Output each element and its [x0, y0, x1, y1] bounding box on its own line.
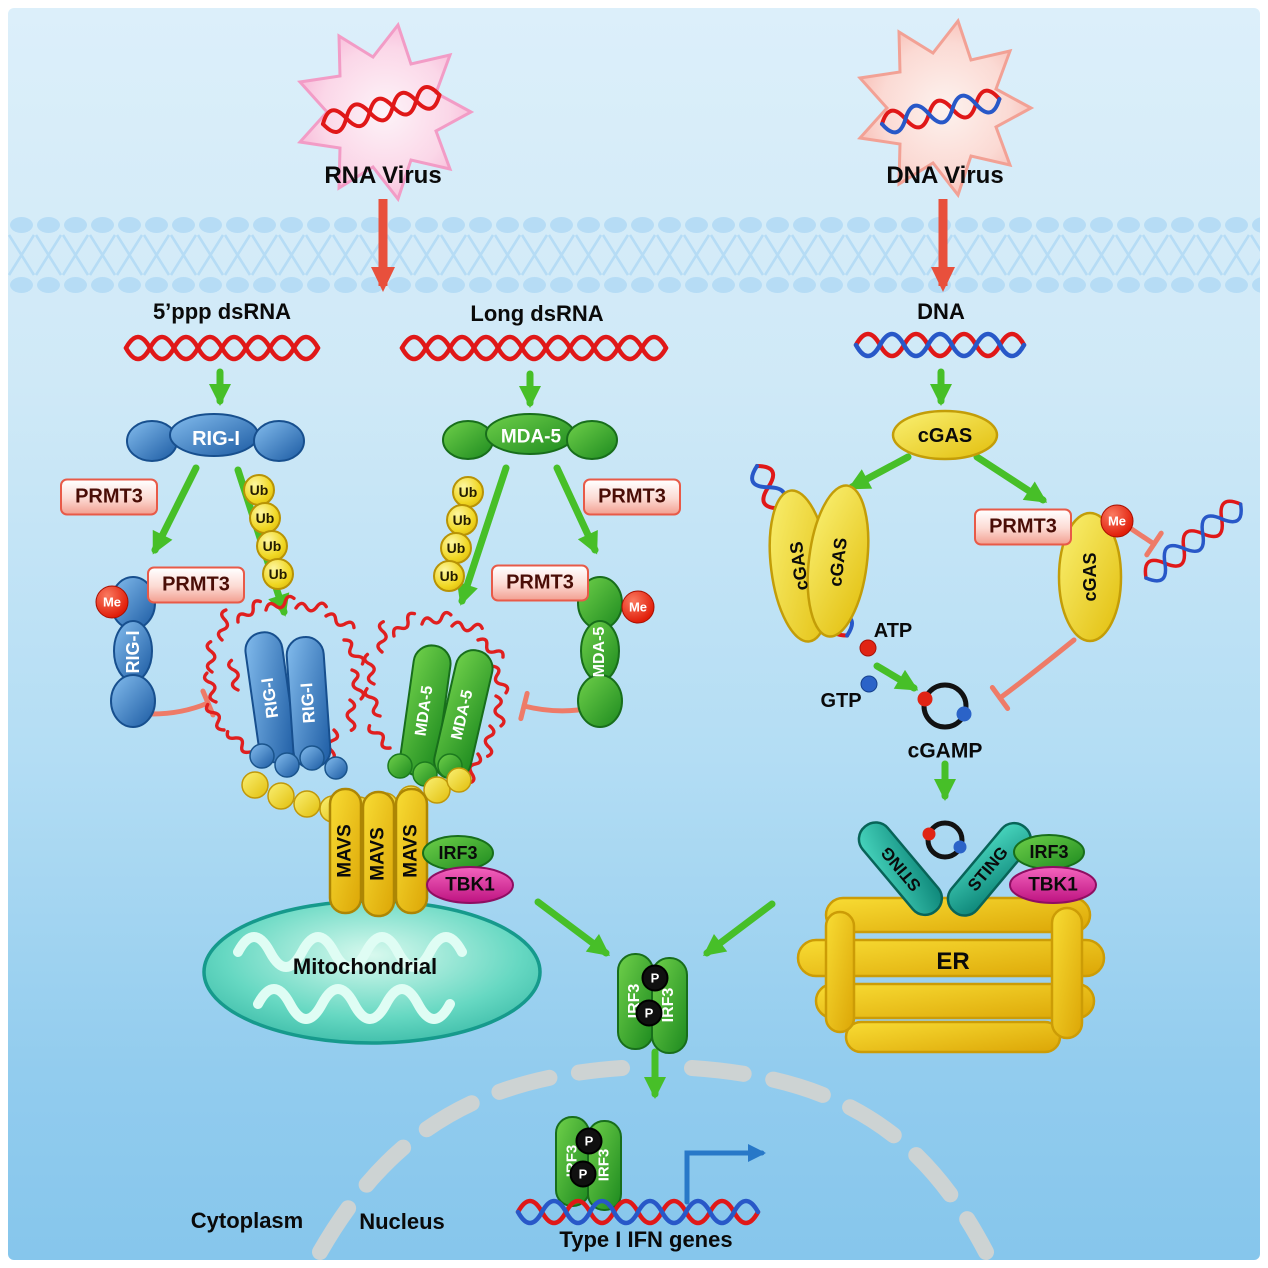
rig-i-filament-label-2: RIG-I	[297, 682, 319, 724]
rna-virus-genome	[321, 85, 442, 134]
mavs-label-2: MAVS	[367, 827, 389, 881]
me-circle-mda5: Me	[621, 590, 655, 624]
atp-label: ATP	[873, 620, 913, 642]
cgas-dimer	[768, 484, 870, 643]
sting-dimer	[857, 821, 1033, 917]
ub-circle-rig-3: Ub	[256, 530, 288, 562]
dna-virus-particle	[858, 19, 1033, 197]
mavs-label-3: MAVS	[400, 824, 422, 878]
gtp-dot	[860, 675, 878, 693]
cgamp-label: cGAMP	[907, 739, 983, 763]
mitochondrial-label: Mitochondrial	[292, 954, 438, 979]
rna-virus-particle	[298, 23, 473, 201]
tbk1-label-sting: TBK1	[1028, 874, 1078, 896]
ub-circle-rig-4: Ub	[262, 558, 294, 590]
irf3-dimer-label-2: IRF3	[660, 987, 677, 1023]
cgas-receptor-label: cGAS	[917, 425, 973, 447]
rig-i-receptor	[126, 413, 305, 462]
er-organelle	[796, 896, 1106, 1054]
plasma-membrane	[8, 215, 1260, 295]
ub-circle-rig-2: Ub	[249, 502, 281, 534]
ub-circle-rig-1: Ub	[243, 474, 275, 506]
mavs-label-1: MAVS	[334, 824, 356, 878]
gtp-label: GTP	[820, 690, 862, 712]
prmt3-box-cgas: PRMT3	[974, 508, 1072, 546]
prmt3-box-mda5-right: PRMT3	[583, 478, 681, 516]
cgamp-bound-to-sting	[922, 820, 967, 860]
dna-label: DNA	[917, 299, 965, 324]
phospho-circle-1: P	[641, 964, 669, 992]
cytoplasm-label: Cytoplasm	[190, 1208, 304, 1233]
irf3-label-sting: IRF3	[1029, 842, 1069, 862]
ppp-dsrna-label: 5’ppp dsRNA	[152, 299, 292, 324]
me-circle-cgas: Me	[1100, 504, 1134, 538]
blocked-dna-helix	[1143, 499, 1243, 583]
nuclear-envelope	[312, 1060, 994, 1260]
ub-circle-mda-2: Ub	[446, 504, 478, 536]
mda5-receptor-label: MDA-5	[500, 426, 562, 448]
methylated-rig-i	[110, 576, 156, 728]
inhibition-lines	[149, 525, 1164, 722]
cgamp-molecule	[917, 682, 972, 730]
mda5-receptor	[442, 413, 618, 460]
tbk1-label-mavs: TBK1	[445, 874, 495, 896]
long-dsrna-helix	[399, 334, 669, 362]
mitochondria	[202, 899, 542, 1045]
long-dsrna-label: Long dsRNA	[470, 301, 604, 326]
phospho-circle-2: P	[635, 999, 663, 1027]
type-i-ifn-label: Type I IFN genes	[559, 1227, 733, 1252]
prmt3-box-rig-i-me: PRMT3	[147, 566, 245, 604]
dna-ligand-helix	[853, 331, 1027, 359]
prmt3-box-rig-i-left: PRMT3	[60, 478, 158, 516]
rig-i-receptor-label: RIG-I	[192, 428, 240, 450]
prmt3-box-mda5-me: PRMT3	[491, 564, 589, 602]
methylated-mda5-label: MDA-5	[591, 626, 608, 678]
methylated-mda5	[577, 576, 623, 728]
irf3-nuclear-label-2: IRF3	[595, 1148, 613, 1182]
methylated-cgas-label: cGAS	[1080, 552, 1100, 602]
ppp-dsrna-helix	[123, 334, 321, 362]
atp-dot	[859, 639, 877, 657]
nucleus-label: Nucleus	[359, 1209, 445, 1234]
dna-virus-genome	[880, 88, 1002, 135]
ub-circle-mda-4: Ub	[433, 560, 465, 592]
methylated-cgas	[1057, 511, 1123, 643]
tbk1-ellipse-sting	[1009, 866, 1097, 904]
ub-circle-mda-1: Ub	[452, 476, 484, 508]
ub-circle-mda-3: Ub	[440, 532, 472, 564]
phospho-circle-3: P	[575, 1127, 603, 1155]
cgas-receptor	[891, 409, 999, 461]
transcription-start-arrow	[684, 1144, 766, 1205]
tbk1-ellipse-mavs	[426, 866, 514, 904]
virus-entry-arrows	[371, 199, 955, 292]
dna-virus-label: DNA Virus	[886, 162, 1004, 189]
irf3-label-mavs: IRF3	[438, 843, 478, 863]
methylated-rig-i-label: RIG-I	[123, 630, 143, 674]
er-label: ER	[936, 948, 970, 975]
rig-i-filament-complex	[244, 631, 332, 769]
phospho-circle-4: P	[569, 1160, 597, 1188]
me-circle-rig-i: Me	[95, 585, 129, 619]
ifn-gene-helix	[515, 1198, 761, 1226]
rna-virus-label: RNA Virus	[324, 162, 442, 189]
